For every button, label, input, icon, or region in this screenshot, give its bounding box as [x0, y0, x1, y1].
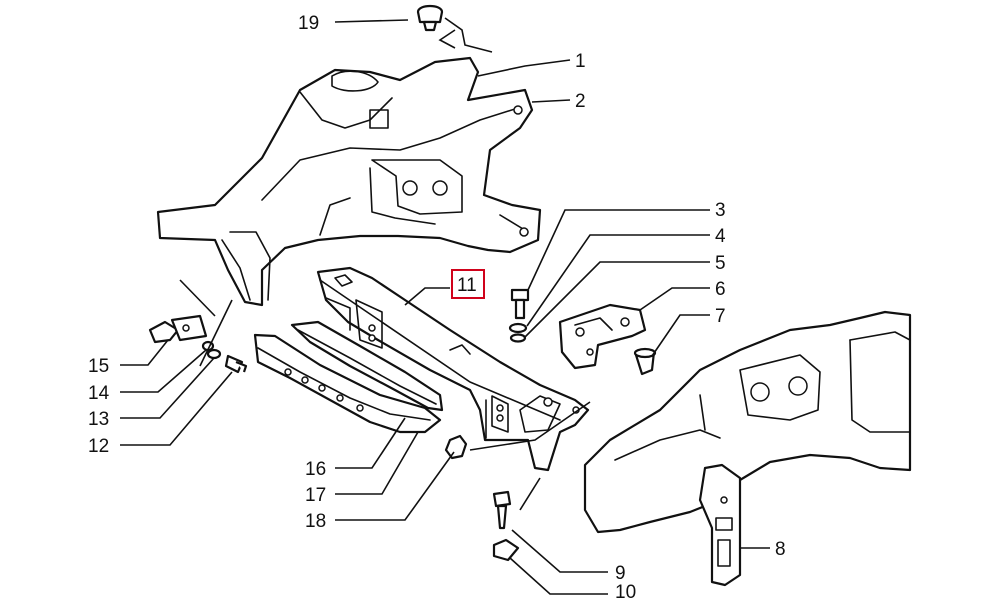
callout-17: 17	[305, 485, 326, 506]
callout-12: 12	[88, 436, 109, 457]
callout-1: 1	[575, 51, 586, 72]
lower-cross-beam-front	[253, 333, 442, 434]
front-crossmember	[316, 266, 590, 472]
callout-19: 19	[298, 13, 319, 34]
right-wheelhouse-panel	[583, 310, 912, 534]
reinforcement-plate	[698, 463, 742, 587]
bolt-12	[224, 354, 248, 374]
callout-13: 13	[88, 409, 109, 430]
callout-10: 10	[615, 582, 636, 600]
callout-7: 7	[715, 306, 726, 327]
lower-cross-beam-rear	[290, 320, 444, 412]
callout-9: 9	[615, 563, 626, 584]
callout-11-highlight	[451, 269, 485, 299]
callout-18: 18	[305, 511, 326, 532]
clip-15	[148, 314, 208, 344]
callout-14: 14	[88, 383, 110, 404]
clip-nut-10	[492, 538, 520, 562]
callout-5: 5	[715, 253, 726, 274]
plug-7	[633, 347, 657, 376]
callout-labels: 1 2 3 4 5 6 7 8 9 10 11 12 13 14 15 16 1…	[88, 13, 786, 600]
front-frame-rail	[156, 56, 542, 307]
nut-18	[444, 434, 468, 460]
callout-4: 4	[715, 226, 726, 247]
callout-15: 15	[88, 356, 109, 377]
callout-11: 11	[457, 275, 477, 296]
callout-2: 2	[575, 91, 586, 112]
plug-19	[416, 4, 444, 32]
callout-8: 8	[775, 539, 786, 560]
callout-6: 6	[715, 279, 726, 300]
callout-16: 16	[305, 459, 326, 480]
washer-4	[508, 322, 528, 334]
screw-9	[492, 490, 512, 530]
washer-5	[509, 333, 527, 343]
bolt-3	[510, 288, 530, 320]
callout-3: 3	[715, 200, 726, 221]
leader-lines	[120, 17, 770, 595]
washer-13	[206, 348, 222, 360]
mounting-bracket	[558, 303, 647, 370]
